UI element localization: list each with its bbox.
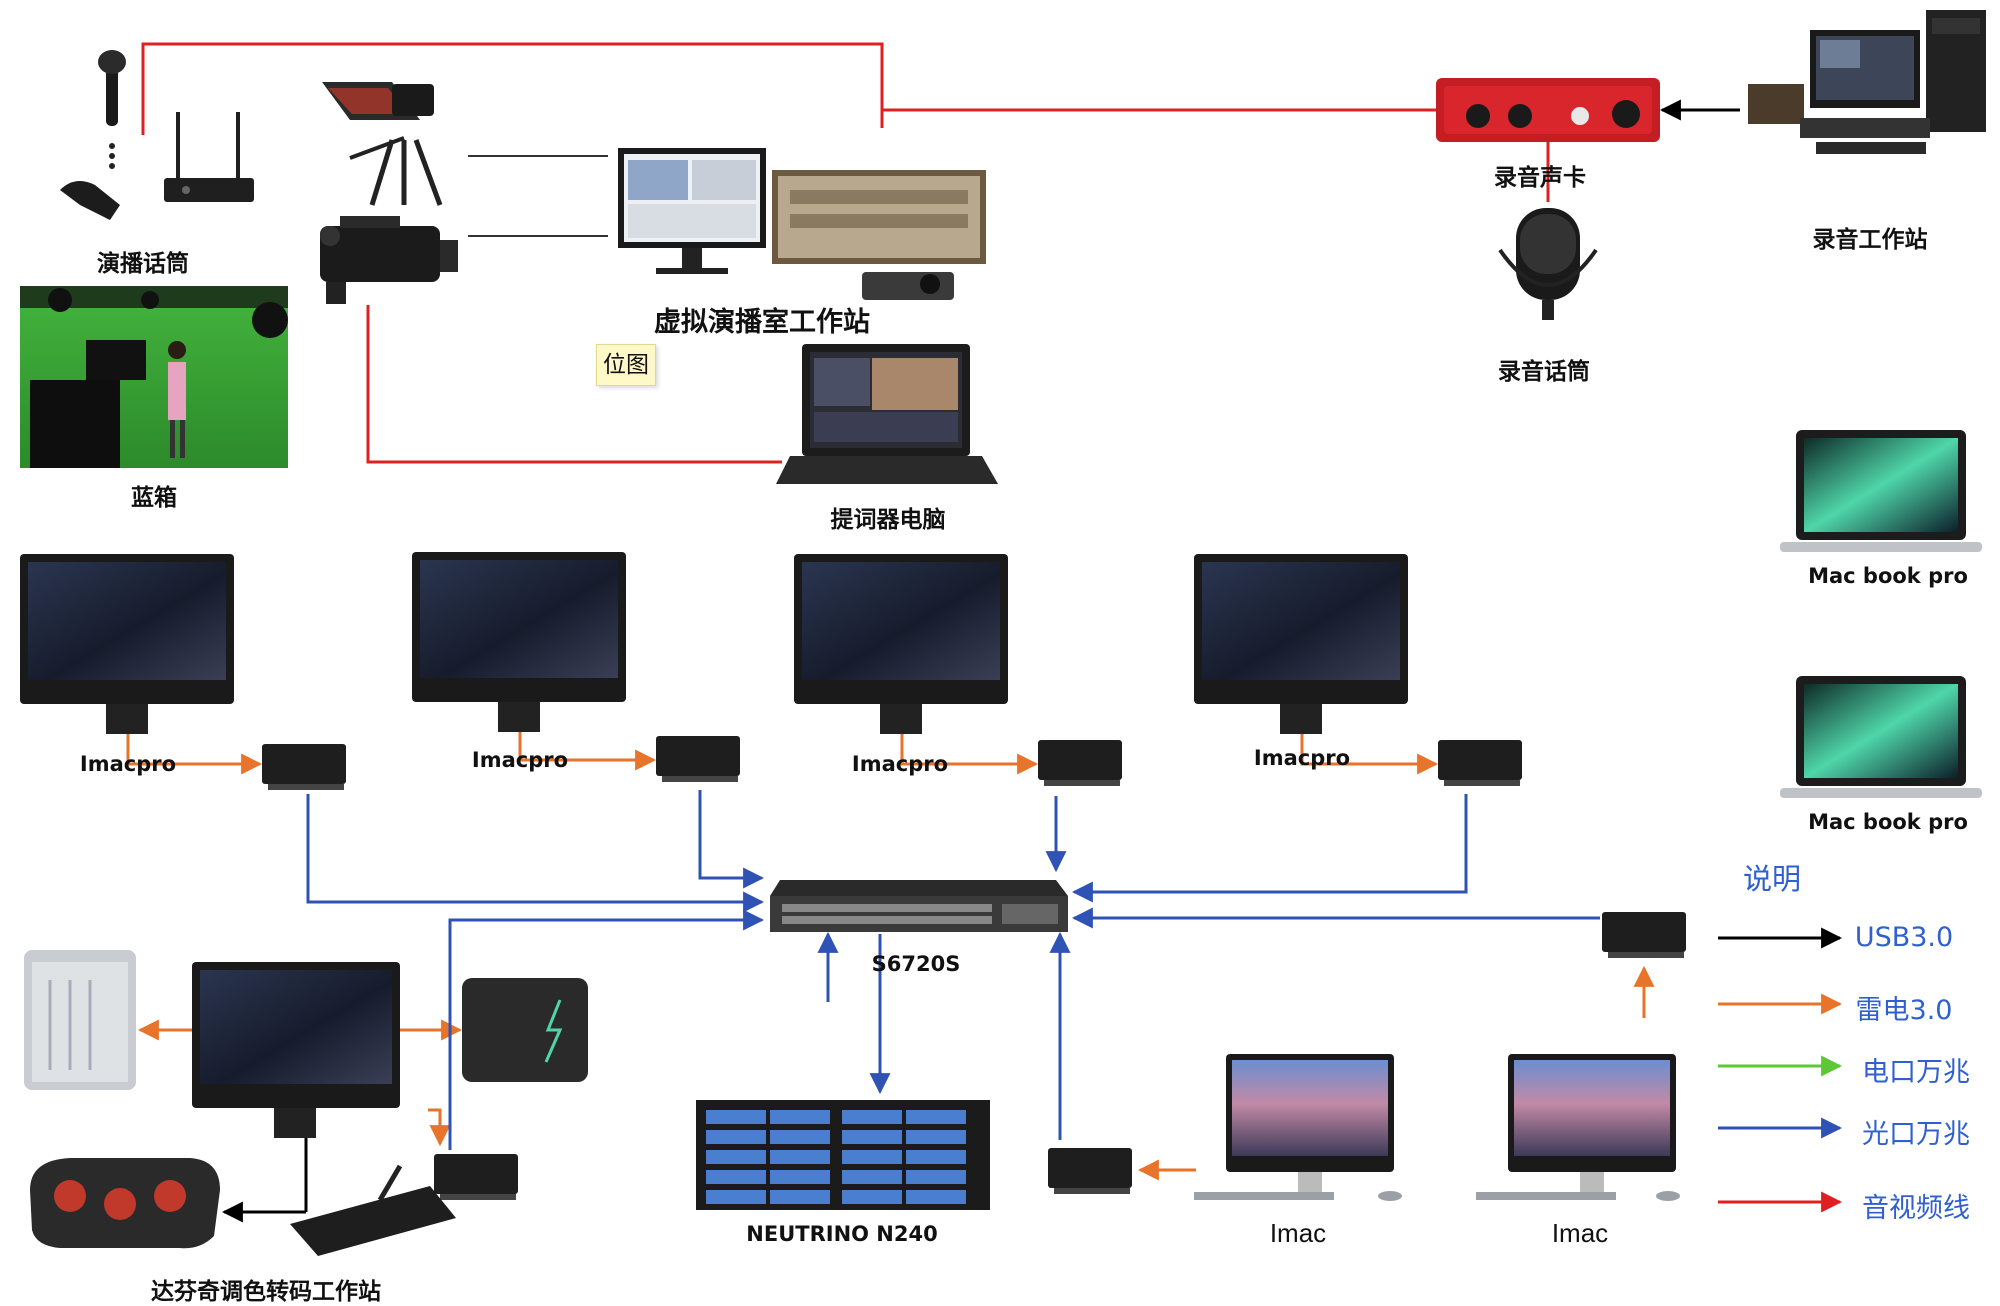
imac-1-icon (1194, 1054, 1402, 1201)
macbook-pro-2-icon (1780, 676, 1982, 798)
label-handheld-mic: 演播话筒 (97, 251, 189, 277)
imacpro-2-icon (412, 552, 626, 732)
switch-s6720s-icon (770, 880, 1068, 932)
tb-dock-7 (434, 1154, 518, 1200)
label-imacpro-1: Imacpro (79, 752, 177, 776)
legend-label-copper: 电口万兆 (1862, 1057, 1970, 1088)
label-green-box: 蓝箱 (131, 485, 177, 511)
studio-condenser-mic-icon (1498, 208, 1598, 320)
davinci-imacpro-icon (192, 962, 400, 1138)
label-switch: S6720S (871, 952, 961, 976)
label-macbook-2: Mac book pro (1808, 810, 1968, 834)
label-recording-workstation: 录音工作站 (1812, 227, 1928, 253)
macbook-pro-1-icon (1780, 430, 1982, 552)
tb-dock-4 (1438, 740, 1522, 786)
label-macbook-1: Mac book pro (1808, 564, 1968, 588)
av-lines (141, 42, 1550, 464)
legend-label-usb: USB3.0 (1854, 922, 1954, 953)
audio-interface-icon (1436, 78, 1660, 142)
tb-docks (262, 736, 1686, 1200)
studio-camera-icon (320, 216, 458, 304)
imacpro-1-icon (20, 554, 234, 734)
camera-links (468, 155, 608, 237)
mac-pro-tower-icon (24, 950, 136, 1090)
green-box-photo (20, 286, 288, 468)
storage-neutrino-icon (696, 1100, 990, 1210)
handheld-mic-icon (60, 50, 126, 220)
tb-dock-5 (1602, 912, 1686, 958)
recording-workstation-icon (1748, 10, 1986, 154)
label-recording-mic: 录音话筒 (1498, 359, 1590, 385)
legend-arrows (1718, 927, 1843, 1213)
label-prompter-pc: 提词器电脑 (830, 507, 946, 533)
legend-label-fiber: 光口万兆 (1862, 1119, 1970, 1150)
wireless-receiver-icon (164, 112, 254, 202)
label-imac-1: Imac (1269, 1218, 1327, 1248)
label-virtual-studio: 虚拟演播室工作站 (654, 307, 870, 338)
label-imacpro-4: Imacpro (1253, 746, 1351, 770)
label-imacpro-3: Imacpro (851, 752, 949, 776)
color-panel-icon (30, 1158, 220, 1249)
legend-title: 说明 (1742, 862, 1802, 896)
tb-dock-2 (656, 736, 740, 782)
bitmap-note[interactable]: 位图 (596, 344, 656, 386)
imacpro-4-icon (1194, 554, 1408, 734)
pen-tablet-icon (290, 1164, 456, 1256)
davinci-usb-lines (221, 1138, 308, 1223)
label-imac-2: Imac (1551, 1218, 1609, 1248)
legend-label-thunderbolt: 雷电3.0 (1855, 995, 1953, 1026)
teleprompter-camera-icon (322, 82, 443, 206)
prompter-laptop-icon (776, 344, 998, 484)
label-imacpro-2: Imacpro (471, 748, 569, 772)
fiber-lines (306, 790, 1600, 1150)
egpu-box-icon (462, 978, 588, 1082)
label-audio-card: 录音声卡 (1494, 165, 1586, 191)
studio-server-icon (772, 170, 986, 300)
legend-label-av: 音视频线 (1862, 1193, 1970, 1224)
tb-dock-1 (262, 744, 346, 790)
tb-dock-6 (1048, 1148, 1132, 1194)
label-davinci-station: 达芬奇调色转码工作站 (151, 1279, 381, 1305)
imacpro-3-icon (794, 554, 1008, 734)
tb-dock-3 (1038, 740, 1122, 786)
imac-2-icon (1476, 1054, 1680, 1201)
virtual-studio-monitor-icon (618, 148, 766, 274)
label-storage: NEUTRINO N240 (746, 1222, 938, 1246)
